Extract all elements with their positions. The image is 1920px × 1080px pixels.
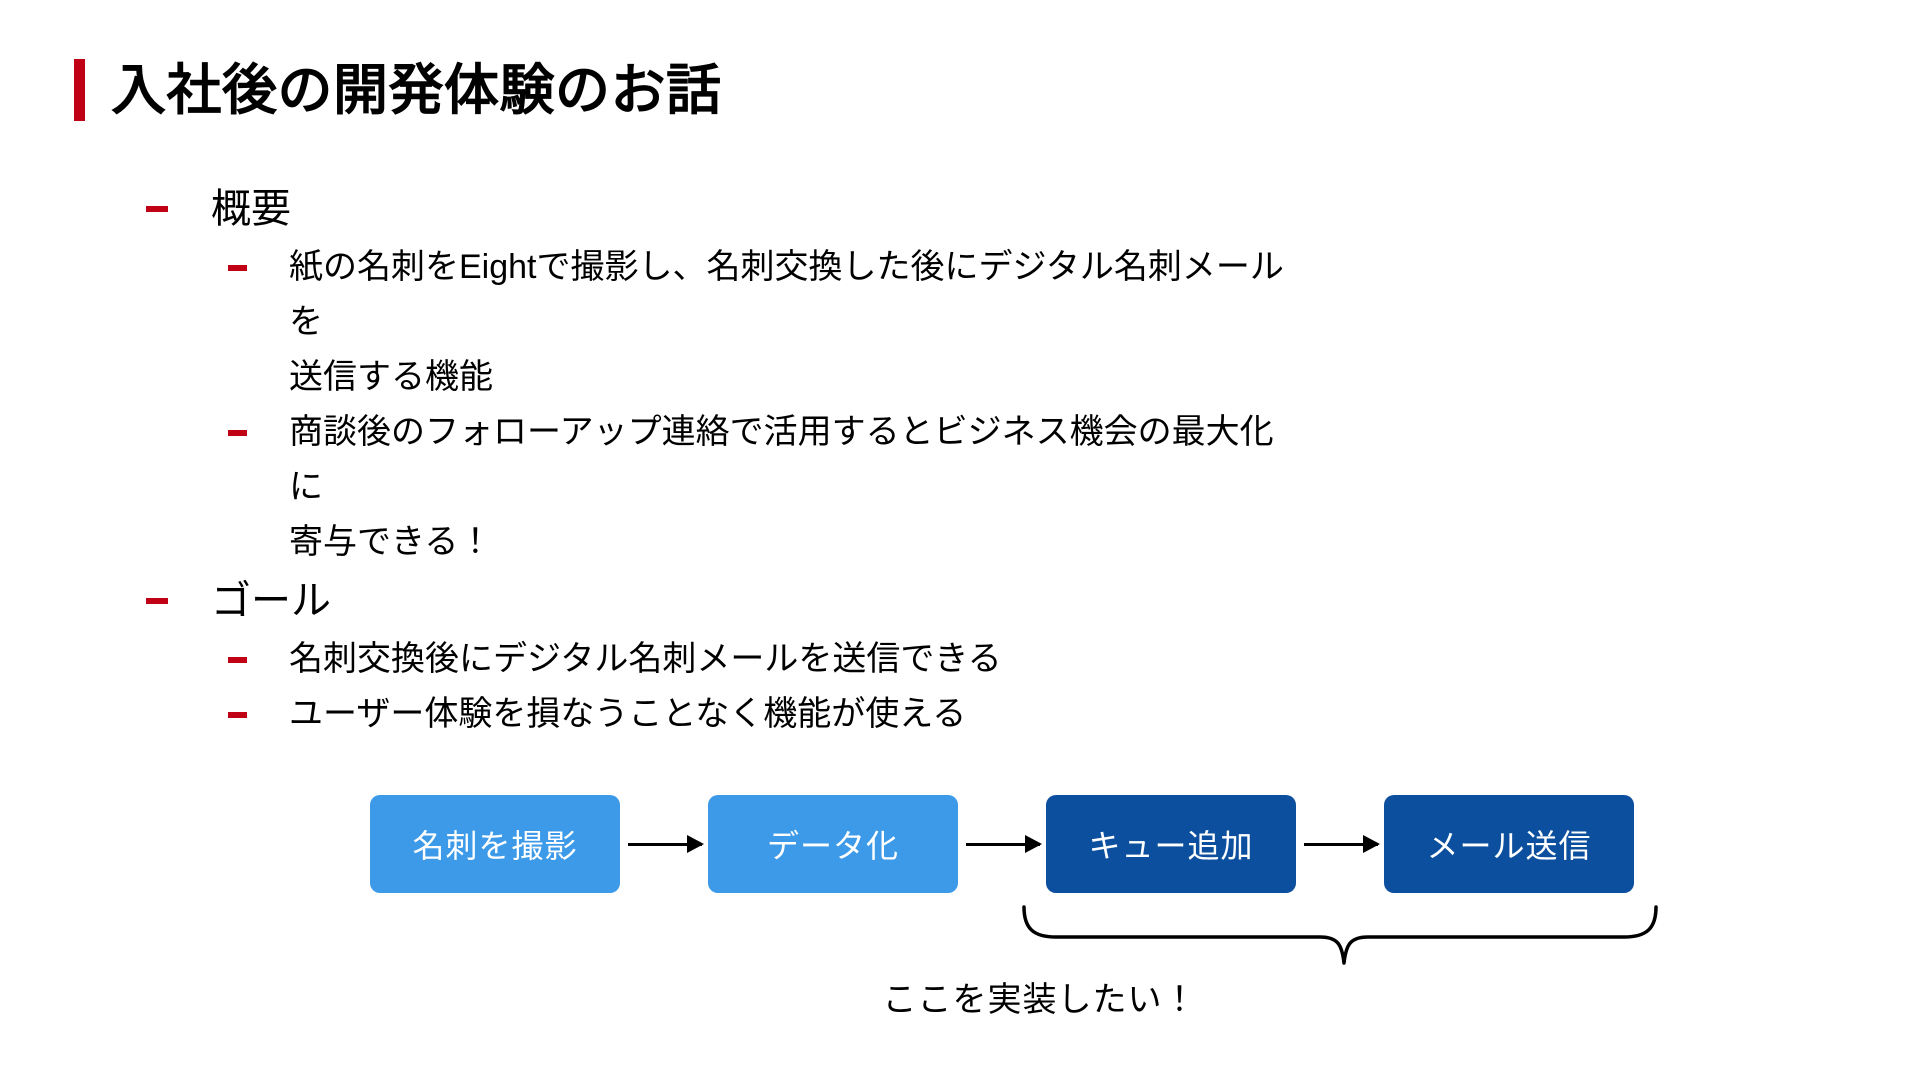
flow-step-label: 名刺を撮影: [412, 828, 578, 864]
bullet-level2: 商談後のフォローアップ連絡で活用するとビジネス機会の最大化に 寄与できる！: [0, 405, 1500, 570]
bullet-dash-icon: [228, 405, 247, 460]
bullet-level1: 概要: [0, 178, 1500, 240]
flow-step-label: データ化: [766, 828, 899, 864]
bullet-level2-line1: 紙の名刺をEightで撮影し、名刺交換した後にデジタル名刺メールを: [289, 248, 1284, 341]
annotation-brace: [1020, 905, 1660, 975]
bullet-level2: 名刺交換後にデジタル名刺メールを送信できる: [0, 632, 1500, 687]
flow-step-label: キュー追加: [1088, 828, 1254, 864]
annotation-label-wrap: ここを実装したい！: [0, 972, 1920, 1021]
bullet-level2-line2: 送信する機能: [289, 358, 493, 396]
bullet-level1-label: 概要: [211, 187, 291, 231]
flow-step-1: 名刺を撮影: [370, 795, 620, 893]
bullet-list: 概要 紙の名刺をEightで撮影し、名刺交換した後にデジタル名刺メールを 送信す…: [0, 178, 1500, 742]
bullet-level2-line1: 商談後のフォローアップ連絡で活用するとビジネス機会の最大化に: [289, 413, 1274, 506]
bullet-level1-label: ゴール: [211, 579, 331, 623]
bullet-dash-icon: [228, 632, 247, 687]
bullet-level2-line1: ユーザー体験を損なうことなく機能が使える: [289, 695, 967, 733]
flow-step-label: メール送信: [1426, 828, 1592, 864]
flow-arrow-3: [1304, 835, 1380, 853]
title-accent-bar: [74, 59, 85, 121]
bullet-dash-icon: [228, 240, 247, 295]
flow-step-4: メール送信: [1384, 795, 1634, 893]
flow-step-3: キュー追加: [1046, 795, 1296, 893]
bullet-level2: 紙の名刺をEightで撮影し、名刺交換した後にデジタル名刺メールを 送信する機能: [0, 240, 1500, 405]
bullet-dash-icon: [146, 178, 168, 240]
annotation-label: ここを実装したい！: [882, 981, 1198, 1019]
bullet-level2-line1: 名刺交換後にデジタル名刺メールを送信できる: [289, 640, 1002, 678]
brace-icon: [1022, 905, 1658, 965]
page-title: 入社後の開発体験のお話: [111, 58, 722, 121]
bullet-dash-icon: [228, 687, 247, 742]
slide-title-row: 入社後の開発体験のお話: [74, 56, 722, 124]
bullet-level1: ゴール: [0, 570, 1500, 632]
bullet-level2-line2: 寄与できる！: [289, 523, 493, 561]
flow-arrow-1: [628, 835, 704, 853]
bullet-level2: ユーザー体験を損なうことなく機能が使える: [0, 687, 1500, 742]
bullet-dash-icon: [146, 570, 168, 632]
flow-step-2: データ化: [708, 795, 958, 893]
flow-diagram: 名刺を撮影 データ化 キュー追加 メール送信: [0, 795, 1920, 915]
flow-arrow-2: [966, 835, 1042, 853]
